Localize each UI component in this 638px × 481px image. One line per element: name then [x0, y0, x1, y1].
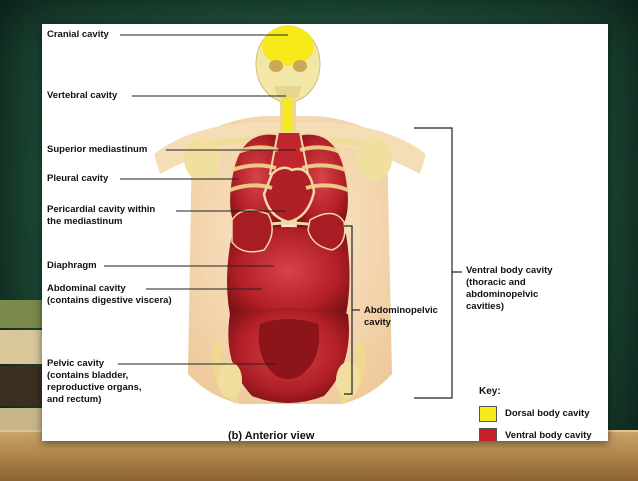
label-ventral-line2: (thoracic and	[466, 277, 526, 288]
leader-lines	[104, 34, 296, 365]
key-label-ventral: Ventral body cavity	[505, 430, 592, 441]
label-pelvic-cavity-line1: Pelvic cavity	[47, 358, 105, 369]
label-ventral-line4: cavities)	[466, 301, 505, 312]
label-vertebral-cavity: Vertebral cavity	[47, 90, 118, 101]
label-pelvic-cavity-line2: (contains bladder,	[47, 370, 129, 381]
abdominopelvic-cavity	[227, 209, 350, 403]
label-ventral-line3: abdominopelvic	[466, 289, 539, 300]
label-abdominal-cavity-line2: (contains digestive viscera)	[47, 295, 172, 306]
label-pericardial-cavity-line2: the mediastinum	[47, 216, 123, 227]
figure-caption: (b) Anterior view	[228, 430, 315, 441]
ventral-bracket	[414, 127, 462, 399]
label-abdominopelvic-line2: cavity	[364, 317, 391, 328]
label-pelvic-cavity-line4: and rectum)	[47, 394, 102, 405]
label-abdominal-cavity-line1: Abdominal cavity	[47, 283, 126, 294]
rib-cage	[229, 145, 349, 192]
book-stack	[0, 300, 48, 450]
body-cavity-illustration	[104, 25, 462, 404]
skull-cranial-cavity	[255, 25, 321, 103]
key-swatch-ventral	[479, 428, 497, 441]
abdominopelvic-bracket	[344, 225, 360, 395]
label-diaphragm: Diaphragm	[47, 260, 97, 271]
label-pelvic-cavity-line3: reproductive organs,	[47, 382, 142, 393]
key-swatch-dorsal	[479, 406, 497, 422]
key-title: Key:	[479, 386, 501, 397]
key-label-dorsal: Dorsal body cavity	[505, 408, 590, 419]
thoracic-cavity	[228, 131, 350, 234]
label-ventral-line1: Ventral body cavity	[466, 265, 553, 276]
pelvis-bones	[212, 343, 366, 404]
label-superior-mediastinum: Superior mediastinum	[47, 144, 148, 155]
label-pleural-cavity: Pleural cavity	[47, 173, 109, 184]
label-abdominopelvic-line1: Abdominopelvic	[364, 305, 438, 316]
diagram-slide: Cranial cavity Vertebral cavity Superior…	[42, 24, 608, 441]
label-cranial-cavity: Cranial cavity	[47, 29, 109, 40]
label-pericardial-cavity-line1: Pericardial cavity within	[47, 204, 156, 215]
